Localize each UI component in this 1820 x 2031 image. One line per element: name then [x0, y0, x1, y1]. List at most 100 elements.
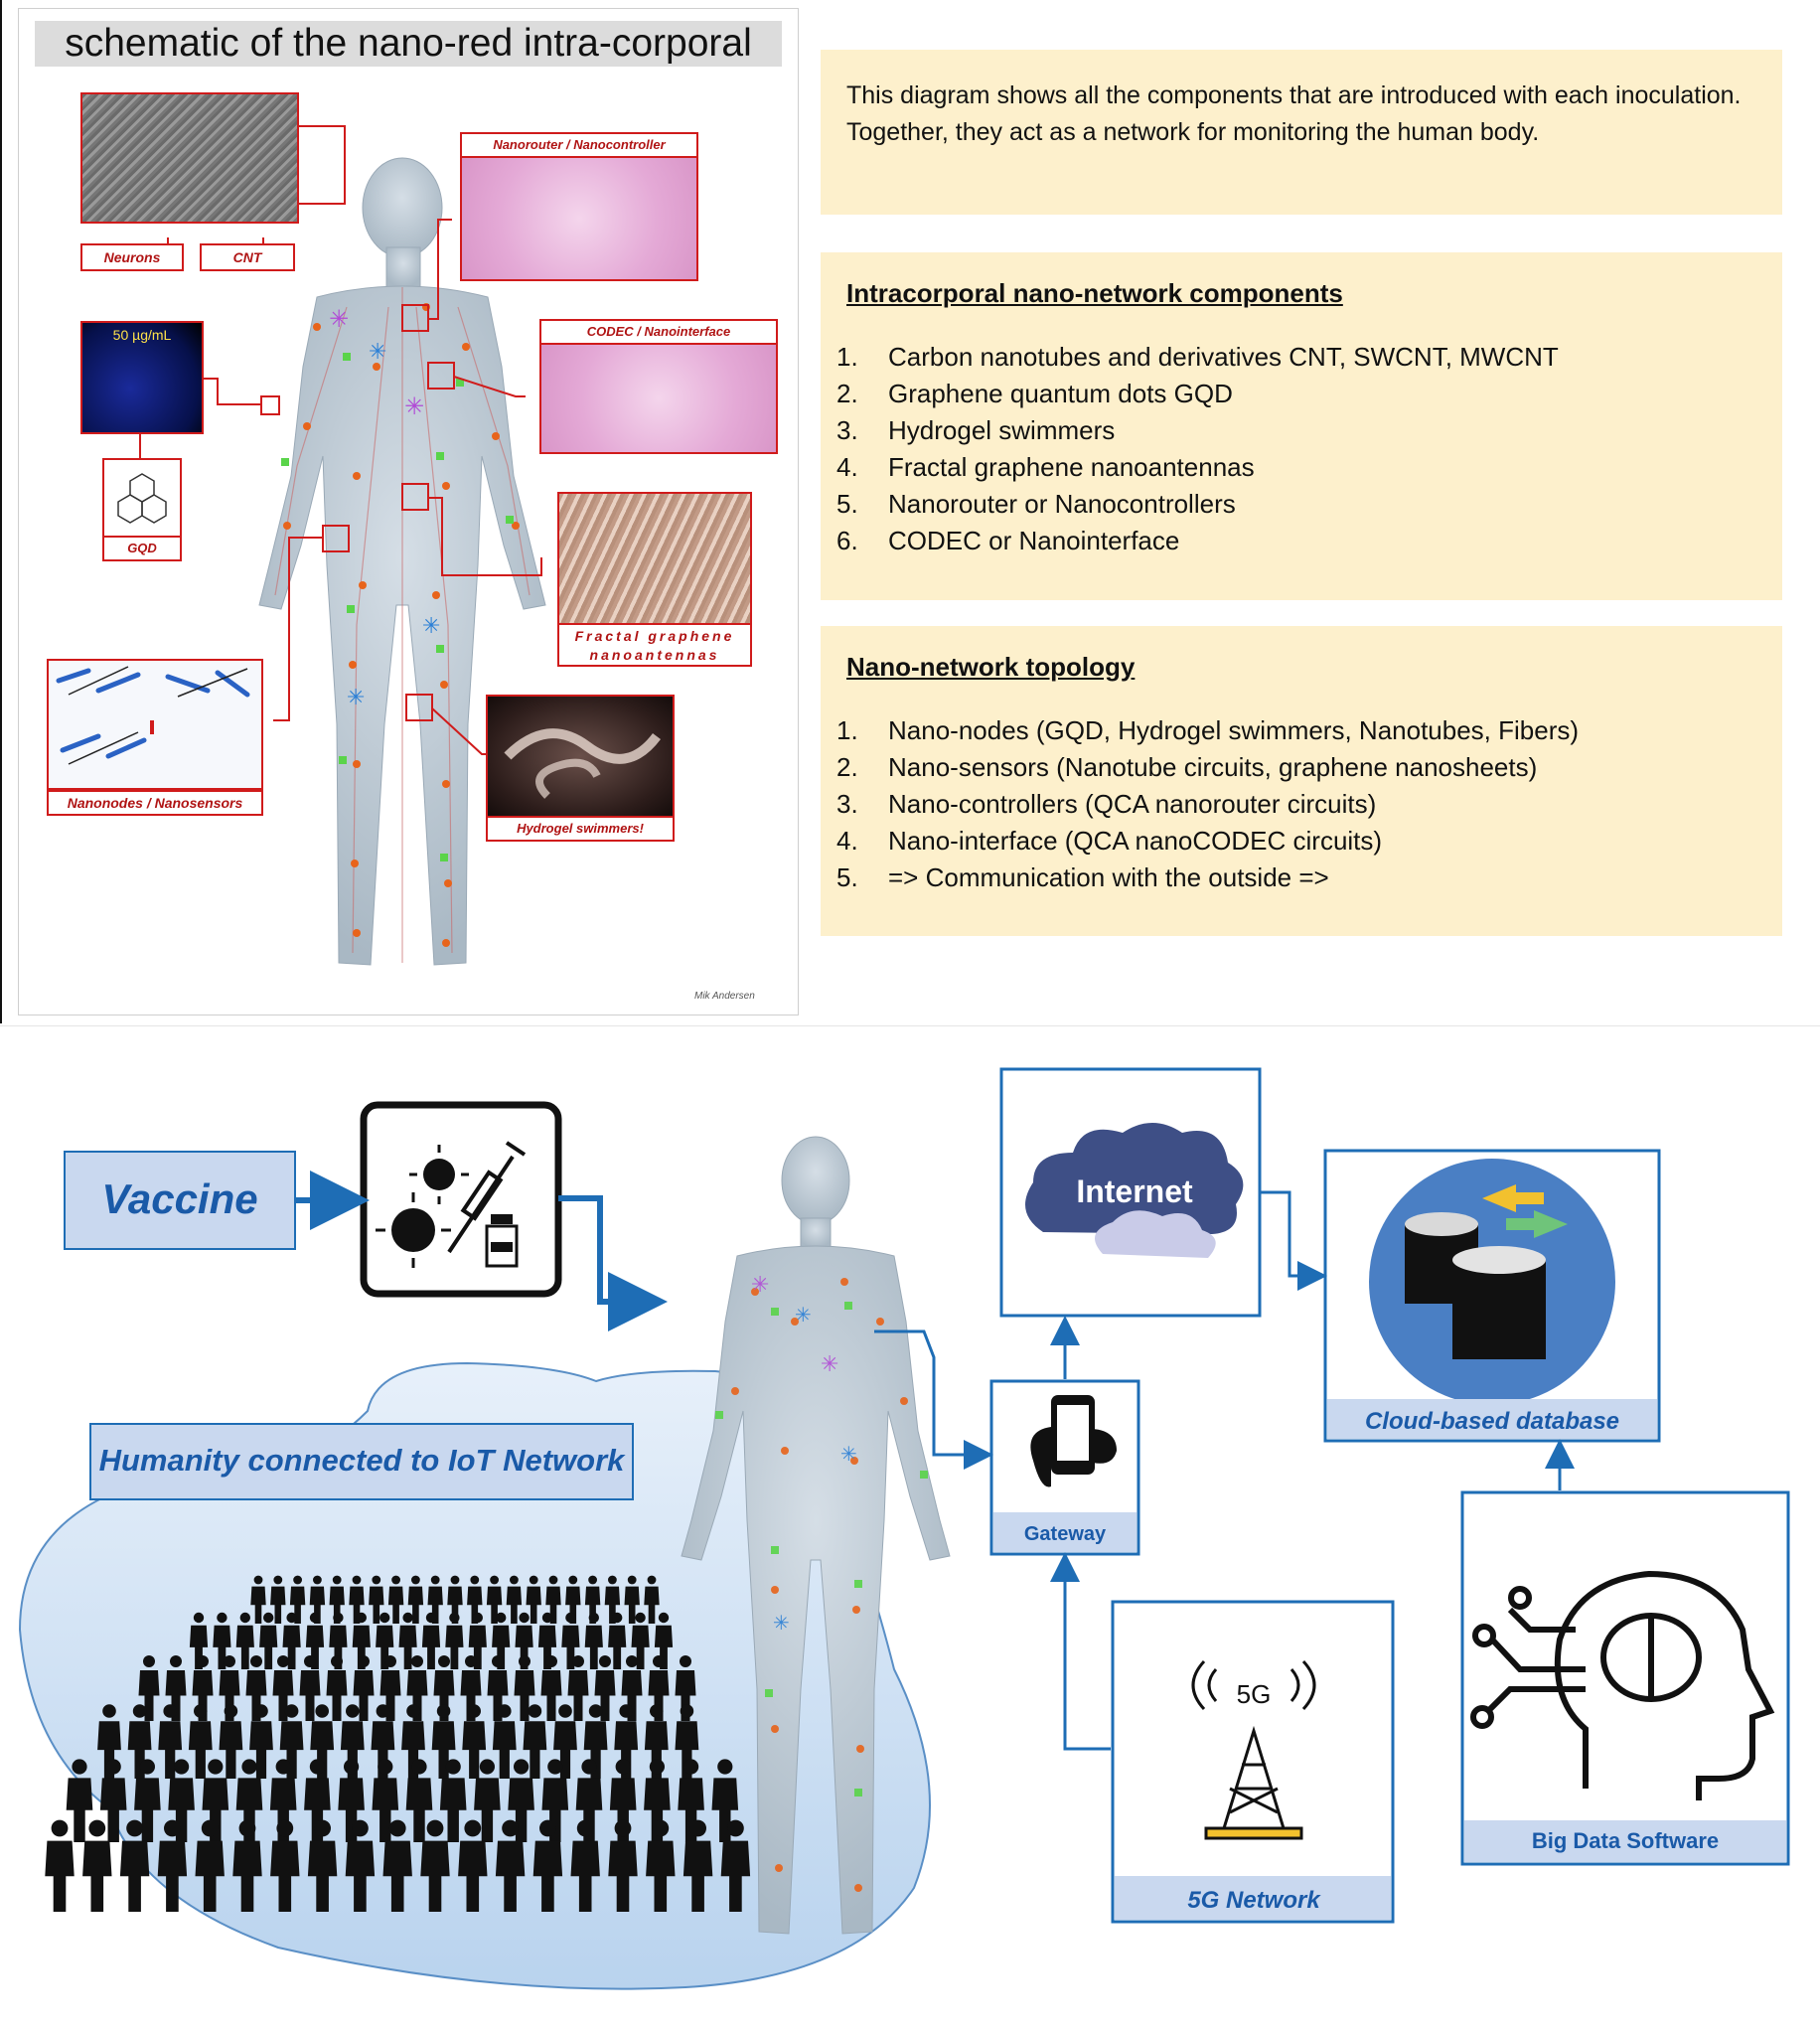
person-silhouette: [646, 1819, 676, 1912]
person-silhouette: [127, 1704, 152, 1779]
gateway-label-bg: [993, 1512, 1137, 1552]
hydrogel-swimmer-image: [486, 695, 675, 818]
person-silhouette: [540, 1655, 562, 1721]
person-silhouette: [369, 1575, 384, 1624]
svg-text:✳: ✳: [347, 686, 365, 710]
svg-text:✳: ✳: [422, 614, 440, 639]
person-silhouette: [523, 1704, 547, 1779]
topology-heading: Nano-network topology: [846, 652, 1136, 682]
person-silhouette: [567, 1655, 589, 1721]
svg-text:✳: ✳: [773, 1611, 790, 1635]
person-silhouette: [250, 1575, 266, 1624]
neurons-cnt-micrograph: [80, 92, 299, 224]
nano-node-dots: ✳ ✳ ✳ ✳ ✳: [281, 303, 520, 947]
person-silhouette: [460, 1655, 482, 1721]
person-silhouette: [382, 1819, 412, 1912]
person-silhouette: [189, 1612, 209, 1669]
person-silhouette: [474, 1759, 501, 1842]
person-silhouette: [608, 1819, 638, 1912]
cloud-label: Cloud-based database: [1365, 1408, 1619, 1435]
list-item: 3.Nano-controllers (QCA nanorouter circu…: [836, 789, 1377, 819]
person-silhouette: [338, 1759, 365, 1842]
person-silhouette: [433, 1655, 455, 1721]
person-silhouette: [678, 1759, 704, 1842]
section-divider: [0, 1025, 1820, 1026]
person-silhouette: [235, 1759, 263, 1842]
person-silhouette: [340, 1704, 365, 1779]
person-silhouette: [584, 1612, 603, 1669]
person-silhouette: [506, 1575, 523, 1624]
person-silhouette: [515, 1612, 533, 1669]
svg-text:✳: ✳: [821, 1352, 838, 1377]
hydrogel-label: Hydrogel swimmers!: [486, 816, 675, 842]
graphene-lattice-icon: [117, 473, 167, 524]
svg-text:✳: ✳: [329, 305, 349, 333]
person-silhouette: [282, 1612, 301, 1669]
list-item: 2.Graphene quantum dots GQD: [836, 379, 1233, 408]
person-silhouette: [202, 1759, 229, 1842]
person-silhouette: [379, 1655, 401, 1721]
person-silhouette: [372, 1759, 399, 1842]
people-icon: [45, 1575, 751, 1912]
person-silhouette: [467, 1575, 483, 1624]
fractal-antenna-image: [557, 492, 752, 625]
person-silhouette: [431, 1704, 456, 1779]
person-silhouette: [349, 1575, 365, 1624]
fractal-label: Fractal graphene nanoantennas: [557, 623, 752, 667]
person-silhouette: [352, 1612, 371, 1669]
connector-lines: [139, 160, 542, 755]
person-silhouette: [514, 1655, 535, 1721]
person-silhouette: [406, 1655, 428, 1721]
neurons-label: Neurons: [80, 243, 184, 271]
human-body-icon: [681, 1136, 951, 1935]
gqd-label: GQD: [102, 536, 182, 561]
internet-label: Internet: [1076, 1173, 1193, 1209]
person-silhouette: [720, 1819, 751, 1912]
person-silhouette: [621, 1655, 643, 1721]
nanorouter-label: Nanorouter / Nanocontroller: [460, 132, 698, 158]
person-silhouette: [420, 1819, 450, 1912]
person-silhouette: [565, 1575, 581, 1624]
nanonodes-label: Nanonodes / Nanosensors: [47, 790, 263, 816]
five-g-box: [1111, 1600, 1395, 1924]
cloud-icon: [1025, 1123, 1244, 1258]
person-silhouette: [157, 1819, 188, 1912]
person-silhouette: [541, 1759, 569, 1842]
five-g-icon-label: 5G: [1237, 1679, 1272, 1709]
flow-arrows: [296, 1171, 668, 1331]
big-data-label: Big Data Software: [1532, 1828, 1719, 1853]
codec-image: [539, 343, 778, 454]
person-silhouette: [644, 1759, 671, 1842]
person-silhouette: [644, 1575, 660, 1624]
person-silhouette: [711, 1759, 739, 1842]
person-silhouette: [561, 1612, 580, 1669]
person-silhouette: [624, 1575, 640, 1624]
person-silhouette: [309, 1575, 326, 1624]
person-silhouette: [495, 1819, 526, 1912]
person-silhouette: [570, 1819, 600, 1912]
author-credit: Mik Andersen: [694, 991, 755, 1002]
gateway-label: Gateway: [1024, 1523, 1107, 1545]
big-data-box: [1460, 1490, 1790, 1866]
person-silhouette: [299, 1655, 321, 1721]
person-silhouette: [584, 1575, 601, 1624]
person-silhouette: [532, 1819, 563, 1912]
svg-text:✳: ✳: [369, 340, 386, 365]
database-icon: [1369, 1159, 1615, 1405]
list-item: 2.Nano-sensors (Nanotube circuits, graph…: [836, 752, 1538, 782]
person-silhouette: [219, 1704, 243, 1779]
five-g-label-bg: [1115, 1876, 1391, 1920]
person-silhouette: [289, 1575, 306, 1624]
person-silhouette: [279, 1704, 304, 1779]
person-silhouette: [537, 1612, 557, 1669]
person-silhouette: [545, 1575, 561, 1624]
person-silhouette: [439, 1759, 467, 1842]
vaccine-icon-box: [360, 1101, 562, 1298]
person-silhouette: [232, 1819, 262, 1912]
person-silhouette: [644, 1704, 669, 1779]
svg-text:✳: ✳: [840, 1442, 857, 1466]
person-silhouette: [97, 1704, 121, 1779]
person-silhouette: [45, 1819, 75, 1912]
syringe-icon: [447, 1141, 527, 1254]
